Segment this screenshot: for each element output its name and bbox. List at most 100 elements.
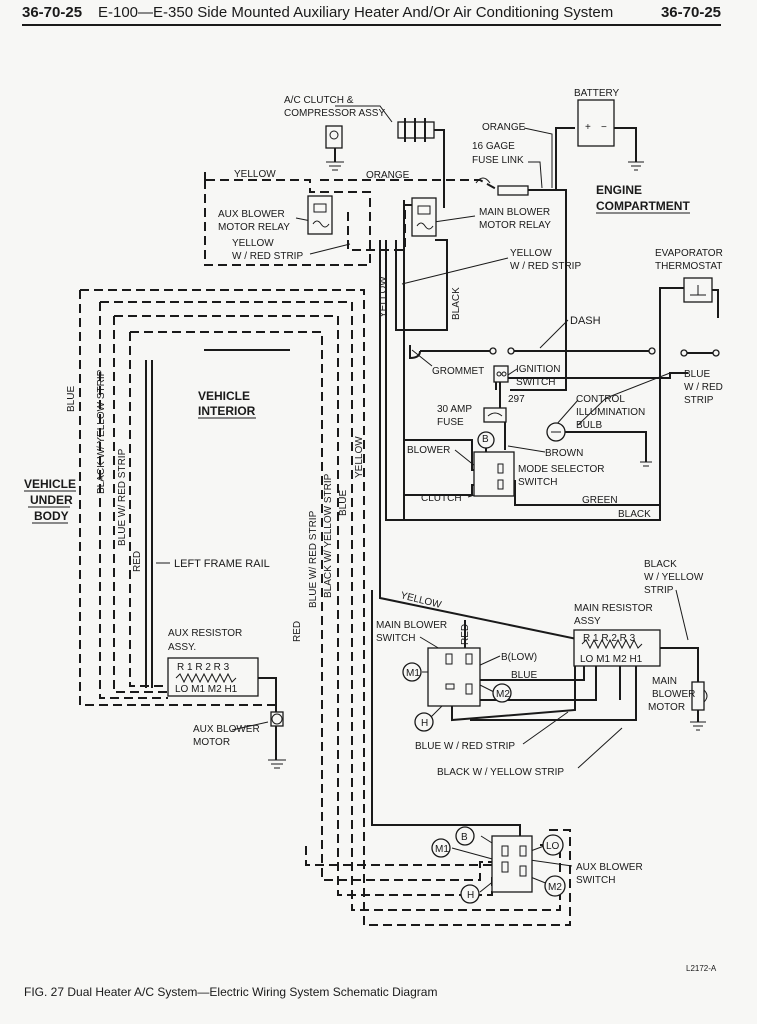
vehicle-under-body-label-3: BODY xyxy=(34,509,69,523)
yellow-vertical-label-2: YELLOW xyxy=(354,436,365,478)
aux-switch-label-1: AUX BLOWER xyxy=(576,862,643,873)
blue-red-right-label-1: BLUE xyxy=(684,369,710,380)
svg-text:−: − xyxy=(601,122,607,133)
main-switch-label-1: MAIN BLOWER xyxy=(376,620,447,631)
header-rule xyxy=(22,24,721,26)
aux-blower-motor-relay xyxy=(307,195,333,235)
b-low-label: B(LOW) xyxy=(501,652,537,663)
grommet xyxy=(409,345,720,360)
aux-switch-label-2: SWITCH xyxy=(576,875,615,886)
black-yellow-right-label-2: W / YELLOW xyxy=(644,572,704,583)
svg-text:+: + xyxy=(585,122,591,133)
vehicle-under-body-label-2: UNDER xyxy=(30,493,73,507)
fuse-label-1: 30 AMP xyxy=(437,404,472,415)
red-vertical-label: RED xyxy=(132,551,143,572)
aux-switch-terminal-b: B xyxy=(461,832,468,843)
figure-code: L2172-A xyxy=(686,964,717,973)
yellow-red-left-label-1: YELLOW xyxy=(232,238,274,249)
ignition-label-1: IGNITION xyxy=(516,364,560,375)
yellow-red-right-label-2: W / RED STRIP xyxy=(510,261,581,272)
main-switch-terminal-m1: M1 xyxy=(406,668,420,679)
engine-label-1: ENGINE xyxy=(596,183,642,197)
blue-red-vertical-label-2: BLUE W/ RED STRIP xyxy=(308,510,319,608)
main-switch-label-2: SWITCH xyxy=(376,633,415,644)
main-relay-label-2: MOTOR RELAY xyxy=(479,220,551,231)
evaporator-thermostat xyxy=(683,277,713,303)
blue-red-bottom-label: BLUE W / RED STRIP xyxy=(415,741,515,752)
aux-resistor-r-labels: R 1 R 2 R 3 xyxy=(177,662,230,673)
main-resistor-terminals: LO M1 M2 H1 xyxy=(580,654,643,665)
engine-label-2: COMPARTMENT xyxy=(596,199,690,213)
fuse-link xyxy=(475,177,529,196)
battery: + − xyxy=(577,99,644,171)
gage-label-1: 16 GAGE xyxy=(472,141,515,152)
main-resistor-label-1: MAIN RESISTOR xyxy=(574,603,653,614)
aux-switch-terminal-m2: M2 xyxy=(548,882,562,893)
grommet-label: GROMMET xyxy=(432,366,484,377)
dash-label: DASH xyxy=(570,315,601,327)
yellow-red-left-label-2: W / RED STRIP xyxy=(232,251,303,262)
mode-selector-label-1: MODE SELECTOR xyxy=(518,464,605,475)
clutch-label: CLUTCH xyxy=(421,493,462,504)
left-frame-rail-label: LEFT FRAME RAIL xyxy=(174,558,270,570)
blue-red-right-label-3: STRIP xyxy=(684,395,714,406)
evap-label-2: THERMOSTAT xyxy=(655,261,722,272)
fuse-label-2: FUSE xyxy=(437,417,464,428)
aux-resistor-label-1: AUX RESISTOR xyxy=(168,628,242,639)
ac-clutch-label-1: A/C CLUTCH & xyxy=(284,95,354,106)
orange-mid-label: ORANGE xyxy=(366,170,410,181)
black-yellow-vertical-label-2: BLACK W/ YELLOW STRIP xyxy=(323,473,334,598)
main-switch-terminal-h: H xyxy=(421,718,428,729)
control-illumination-bulb xyxy=(546,422,652,467)
30-amp-fuse xyxy=(483,407,507,423)
black-vertical-label: BLACK xyxy=(451,287,462,320)
mode-selector-label-2: SWITCH xyxy=(518,477,557,488)
ac-clutch-compressor xyxy=(325,118,435,171)
orange-top-label: ORANGE xyxy=(482,122,526,133)
yellow-diagonal-label: YELLOW xyxy=(399,590,443,611)
aux-relay-label-1: AUX BLOWER xyxy=(218,209,285,220)
main-blower-switch xyxy=(402,647,512,732)
ignition-label-2: SWITCH xyxy=(516,377,555,388)
main-resistor-assy xyxy=(573,629,661,667)
aux-resistor-label-2: ASSY. xyxy=(168,642,196,653)
main-resistor-r-labels: R 1 R 2 R 3 xyxy=(583,633,636,644)
wire-297-label: 297 xyxy=(508,394,525,405)
page-code-left: 36-70-25 xyxy=(22,4,83,21)
blue-mid-label: BLUE xyxy=(511,670,537,681)
page-code-right: 36-70-25 xyxy=(660,4,721,21)
gage-label-2: FUSE LINK xyxy=(472,155,524,166)
red-vertical-label-3: RED xyxy=(460,624,471,645)
yellow-top-label: YELLOW xyxy=(234,169,276,180)
main-relay-label-1: MAIN BLOWER xyxy=(479,207,550,218)
main-blower-motor-relay xyxy=(411,197,437,237)
control-label-2: ILLUMINATION xyxy=(576,407,645,418)
ac-clutch-label-2: COMPRESSOR ASSY xyxy=(284,108,385,119)
evap-label-1: EVAPORATOR xyxy=(655,248,723,259)
aux-resistor-assy xyxy=(167,657,259,697)
vehicle-under-body-label-1: VEHICLE xyxy=(24,477,76,491)
black-yellow-bottom-label: BLACK W / YELLOW STRIP xyxy=(437,767,564,778)
page-title: E-100—E-350 Side Mounted Auxiliary Heate… xyxy=(98,4,614,21)
blue-red-right-label-2: W / RED xyxy=(684,382,723,393)
aux-blower-motor xyxy=(268,711,286,769)
battery-label: BATTERY xyxy=(574,88,620,99)
blue-red-vertical-label: BLUE W/ RED STRIP xyxy=(117,448,128,546)
black-yellow-vertical-label: BLACK W/ YELLOW STRIP xyxy=(96,369,107,494)
aux-switch-terminal-lo: LO xyxy=(546,841,560,852)
control-label-1: CONTROL xyxy=(576,394,625,405)
ignition-switch xyxy=(493,365,509,383)
aux-blower-switch xyxy=(431,826,566,904)
aux-resistor-terminals: LO M1 M2 H1 xyxy=(175,684,238,695)
yellow-red-right-label-1: YELLOW xyxy=(510,248,552,259)
black-bottom-label: BLACK xyxy=(618,509,651,520)
aux-blower-motor-label-2: MOTOR xyxy=(193,737,230,748)
main-blower-motor-label-1: MAIN xyxy=(652,676,677,687)
figure-caption: FIG. 27 Dual Heater A/C System—Electric … xyxy=(24,985,438,999)
main-switch-terminal-m2: M2 xyxy=(496,689,510,700)
aux-switch-terminal-m1: M1 xyxy=(435,844,449,855)
main-blower-motor-label-3: MOTOR xyxy=(648,702,685,713)
label-underlines xyxy=(24,212,690,524)
main-blower-motor-label-2: BLOWER xyxy=(652,689,695,700)
